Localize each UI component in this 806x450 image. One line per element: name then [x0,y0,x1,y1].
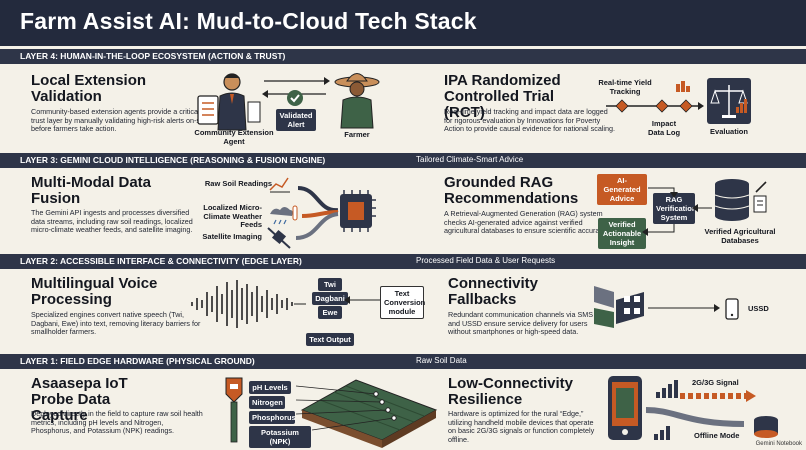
page-title: Farm Assist AI: Mud-to-Cloud Tech Stack [20,8,477,34]
text-conversion-module: Text Conversion module [380,286,425,319]
yield-tracking-label: Real-time Yield Tracking [598,78,652,96]
handheld-device-icon [606,374,644,442]
layer-2-name: LAYER 2: ACCESSIBLE INTERFACE & CONNECTI… [20,256,302,266]
agent-label: Community Extension Agent [194,128,274,146]
metric-nitrogen: Nitrogen [249,396,285,409]
rag-title: Grounded RAG Recommendations [444,174,579,207]
fusion-pipeline-icons [266,172,380,250]
voice-title: Multilingual Voice Processing [31,275,158,308]
metric-potassium: Potassium (NPK) [249,426,311,448]
farmer-label: Farmer [344,130,370,139]
layer-3-name: LAYER 3: GEMINI CLOUD INTELLIGENCE (REAS… [20,155,326,165]
fusion-input-satellite: Satellite Imaging [202,232,262,241]
watermark: Gemini Notebook [755,441,802,447]
language-twi: Twi [318,278,342,291]
title-bar: Farm Assist AI: Mud-to-Cloud Tech Stack [0,0,806,46]
farmer-icon [331,68,383,130]
layer-4-name: LAYER 4: HUMAN-IN-THE-LOOP ECOSYSTEM (AC… [20,51,286,61]
probe-desc: Deployed directly in the field to captur… [31,409,203,436]
fusion-desc: The Gemini API ingests and processes div… [31,208,193,235]
ussd-label: USSD [748,304,769,313]
iot-probe-icon [222,374,246,446]
layer-2-bar: LAYER 2: ACCESSIBLE INTERFACE & CONNECTI… [0,254,806,269]
databases-label: Verified Agricultural Databases [704,227,776,245]
layer-4-bar: LAYER 4: HUMAN-IN-THE-LOOP ECOSYSTEM (AC… [0,49,806,64]
fusion-title: Multi-Modal Data Fusion [31,174,151,207]
offline-label: Offline Mode [694,431,740,440]
network-node-icon [586,278,726,338]
language-ewe: Ewe [318,306,342,319]
metric-phosphorus: Phosphorus [249,411,296,424]
mobile-phone-icon [725,298,739,320]
layer-2-flow: Processed Field Data & User Requests [416,256,556,265]
extension-agent-icon [190,70,270,132]
soil-field-icon [296,372,444,448]
rct-desc: Real-time yield tracking and impact data… [444,107,616,134]
ai-advice-box: AI-Generated Advice [597,174,647,205]
language-dagbani: Dagbani [312,292,348,305]
waveform-icon [188,278,308,330]
rag-flow-arrows [620,180,716,240]
probe-title: Asaasepa IoT Probe Data Capture [31,375,128,424]
layer-3-flow: Tailored Climate-Smart Advice [416,155,524,164]
extension-title: Local Extension Validation [31,72,147,105]
verified-insight-box: Verified Actionable Insight [598,218,646,249]
layer-1-name: LAYER 1: FIELD EDGE HARDWARE (PHYSICAL G… [20,356,255,366]
validated-alert-badge: Validated Alert [276,109,316,131]
yield-tracking-timeline [602,80,706,120]
database-icon [712,176,772,226]
metric-ph: pH Levels [249,381,291,394]
fallback-title: Connectivity Fallbacks [448,275,539,308]
layer-3-bar: LAYER 3: GEMINI CLOUD INTELLIGENCE (REAS… [0,153,806,168]
signal-routes-icon [646,376,786,446]
rag-system-box: RAG Verification System [653,193,696,224]
impact-log-label: Impact Data Log [647,119,681,137]
rag-desc: A Retrieval-Augmented Generation (RAG) s… [444,209,609,236]
text-output-box: Text Output [306,333,354,346]
signal-label: 2G/3G Signal [692,378,739,387]
fallback-desc: Redundant communication channels via SMS… [448,310,594,337]
evaluation-label: Evaluation [710,127,748,136]
resilience-title: Low-Connectivity Resilience [448,375,574,408]
layer-1-flow: Raw Soil Data [416,356,467,365]
resilience-desc: Hardware is optimized for the rural “Edg… [448,409,595,444]
voice-desc: Specialized engines convert native speec… [31,310,201,337]
rct-title: IPA Randomized Controlled Trial (RCT) [444,72,561,121]
voice-flow-arrows [340,286,382,334]
extension-desc: Community-based extension agents provide… [31,107,208,134]
fusion-input-soil: Raw Soil Readings [204,179,272,188]
fusion-input-weather: Localized Micro-Climate Weather Feeds [203,203,262,229]
layer-1-bar: LAYER 1: FIELD EDGE HARDWARE (PHYSICAL G… [0,354,806,369]
evaluation-scale-icon [706,77,752,125]
check-icon [286,89,304,107]
